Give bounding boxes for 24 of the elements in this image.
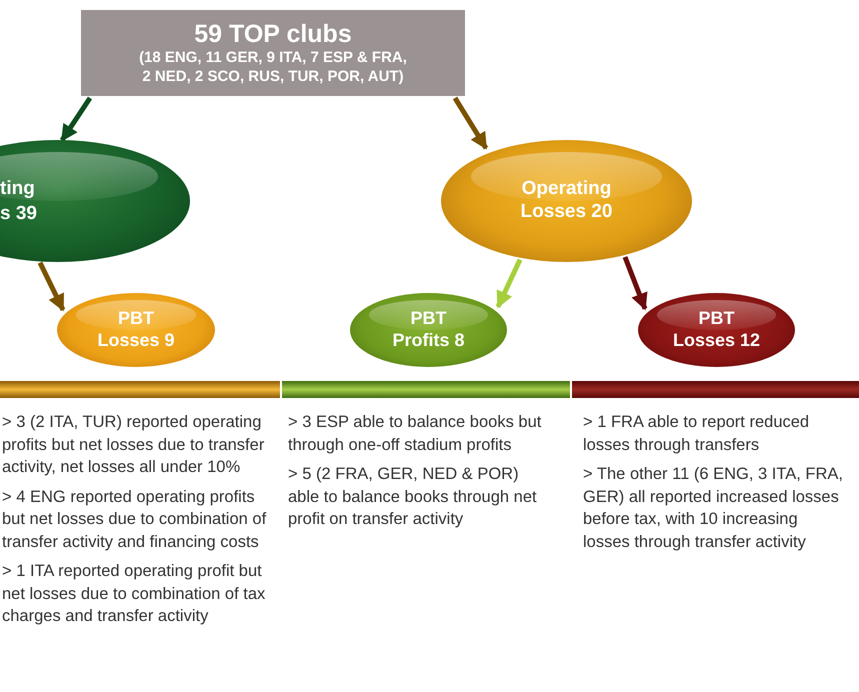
note-text: > 4 ENG reported operating profits but net losses due to combination of transfer activity and financing costs (2, 486, 268, 552)
ellipse-label: ting (0, 177, 35, 201)
ellipse-label: PBT Losses 9 (96, 308, 176, 352)
note-text: > 1 FRA able to report reduced losses through transfers (583, 412, 810, 456)
arrow (452, 96, 488, 150)
note-text: > 3 ESP able to balance books but through one-off stadium profits (288, 412, 542, 456)
note-text: > 1 ITA reported operating profit but net losses due to combination of tax charges and transfer activity (2, 561, 266, 627)
ellipse-label: PBT Profits 8 (391, 308, 466, 352)
club-breakdown: (18 ENG, 11 GER, 9 ITA, 7 ESP & FRA, 2 NED, 2 SCO, RUS, TUR, POR, AUT) (138, 48, 408, 86)
color-band (282, 381, 570, 398)
color-band (0, 381, 280, 398)
title-box (81, 10, 465, 96)
note-text: > 5 (2 FRA, GER, NED & POR) able to balance books through net profit on transfer activity (288, 464, 538, 530)
ellipse-label: s 39 (0, 202, 37, 226)
arrow (60, 96, 92, 142)
note-text: > 3 (2 ITA, TUR) reported operating profits but net losses due to transfer activity, net losses all under 10% (2, 412, 266, 478)
note-text: > The other 11 (6 ENG, 3 ITA, FRA, GER) all reported increased losses before tax, with 10 increasing losses through transfer activity (583, 464, 843, 552)
ellipse-label: PBT Losses 12 (672, 308, 762, 352)
arrow (496, 258, 522, 308)
ellipse-label: Operating Losses 20 (520, 178, 614, 224)
arrow (38, 262, 66, 312)
color-band (572, 381, 859, 398)
title-text: 59 TOP clubs (194, 20, 352, 48)
arrow (622, 256, 648, 310)
